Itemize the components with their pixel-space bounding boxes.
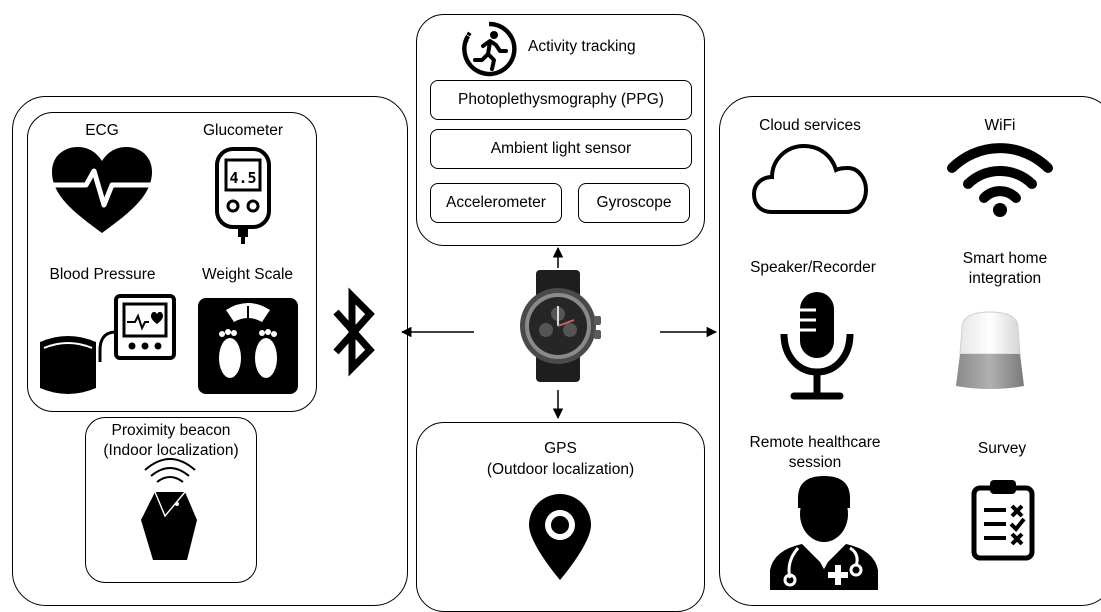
wifi-icon bbox=[947, 143, 1053, 217]
connection-arrows bbox=[400, 246, 718, 420]
bluetooth-icon bbox=[333, 287, 375, 377]
beacon-icon bbox=[141, 458, 197, 560]
cloud-icon bbox=[751, 143, 869, 214]
gyroscope-sensor: Gyroscope bbox=[578, 183, 690, 223]
map-pin-icon bbox=[529, 494, 591, 580]
remote-healthcare-label-line1: Remote healthcare bbox=[749, 434, 881, 451]
beacon-label-line1: Proximity beacon bbox=[111, 422, 231, 439]
remote-healthcare-label-line2: session bbox=[788, 454, 842, 471]
wifi-label: WiFi bbox=[984, 117, 1016, 134]
blood-pressure-monitor-icon bbox=[40, 294, 176, 394]
running-person-icon bbox=[462, 21, 517, 77]
glucometer-icon: 4.5 bbox=[215, 147, 271, 244]
clipboard-icon bbox=[971, 480, 1035, 561]
heart-ecg-icon bbox=[52, 147, 152, 233]
weight-scale-icon bbox=[198, 298, 298, 394]
beacon-label-line2: (Indoor localization) bbox=[103, 442, 239, 459]
gps-title-line2: (Outdoor localization) bbox=[486, 461, 635, 478]
speaker-recorder-label: Speaker/Recorder bbox=[750, 259, 876, 276]
blood-pressure-label: Blood Pressure bbox=[49, 266, 156, 283]
gps-title-line1: GPS bbox=[544, 440, 577, 457]
smart-home-label-line1: Smart home bbox=[962, 250, 1048, 267]
smartwatch-icon bbox=[520, 270, 601, 382]
smart-speaker-icon bbox=[956, 311, 1024, 389]
ppg-sensor: Photoplethysmography (PPG) bbox=[430, 80, 692, 120]
glucometer-reading: 4.5 bbox=[229, 169, 256, 187]
accelerometer-sensor: Accelerometer bbox=[430, 183, 562, 223]
activity-tracking-title: Activity tracking bbox=[528, 38, 636, 55]
microphone-icon bbox=[780, 292, 854, 400]
doctor-icon bbox=[770, 476, 878, 590]
ambient-light-sensor: Ambient light sensor bbox=[430, 129, 692, 169]
weight-scale-label: Weight Scale bbox=[201, 266, 294, 283]
ecg-label: ECG bbox=[85, 122, 119, 139]
glucometer-label: Glucometer bbox=[202, 122, 284, 139]
smart-home-label-line2: integration bbox=[968, 270, 1042, 287]
cloud-services-label: Cloud services bbox=[759, 117, 861, 134]
survey-label: Survey bbox=[977, 440, 1027, 457]
